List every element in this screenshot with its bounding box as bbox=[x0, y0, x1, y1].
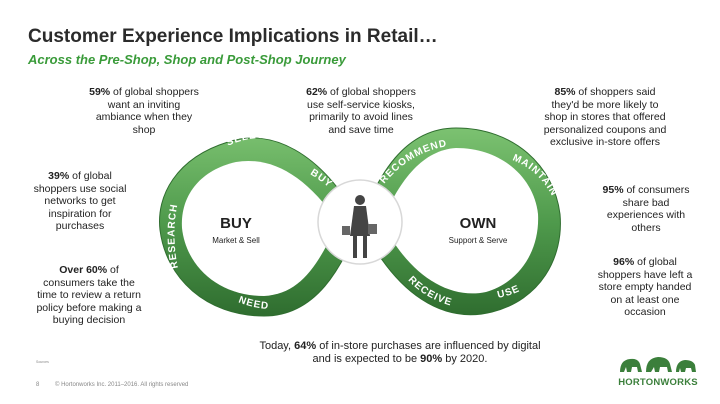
loop-right-hole bbox=[382, 148, 539, 294]
stat-return-policy: Over 60% of consumers take the time to r… bbox=[36, 264, 142, 326]
page-number: 8 bbox=[36, 382, 40, 388]
own-title: OWN bbox=[460, 215, 497, 232]
elephant-icon bbox=[620, 357, 696, 372]
slide-title: Customer Experience Implications in Reta… bbox=[28, 26, 438, 47]
shopper-silhouette-icon bbox=[342, 195, 377, 258]
slide-subtitle: Across the Pre-Shop, Shop and Post-Shop … bbox=[28, 52, 346, 67]
stat-social-networks: 39% of global shoppers use social networ… bbox=[33, 170, 127, 232]
stat-bad-experiences: 95% of consumers share bad experiences w… bbox=[602, 184, 690, 234]
footer: 8 © Hortonworks Inc. 2011–2016. All righ… bbox=[36, 382, 202, 388]
own-subtitle: Support & Serve bbox=[449, 236, 508, 245]
logo-text: HORTONWORKS bbox=[618, 377, 698, 388]
stat-ambiance: 59% of global shoppers want an inviting … bbox=[89, 86, 199, 136]
digital-influence-statement: Today, 64% of in-store purchases are inf… bbox=[259, 340, 541, 365]
hortonworks-logo: HORTONWORKS bbox=[612, 352, 704, 388]
stat-self-service-kiosks: 62% of global shoppers use self-service … bbox=[306, 86, 416, 136]
stat-personalized-coupons: 85% of shoppers said they'd be more like… bbox=[543, 86, 667, 148]
copyright: © Hortonworks Inc. 2011–2016. All rights… bbox=[55, 382, 189, 388]
buy-subtitle: Market & Sell bbox=[212, 236, 260, 245]
loop-left-hole bbox=[181, 160, 338, 296]
stat-empty-handed: 96% of global shoppers have left a store… bbox=[597, 256, 693, 318]
buy-title: BUY bbox=[220, 215, 252, 232]
sources-note: Sources bbox=[36, 360, 49, 364]
